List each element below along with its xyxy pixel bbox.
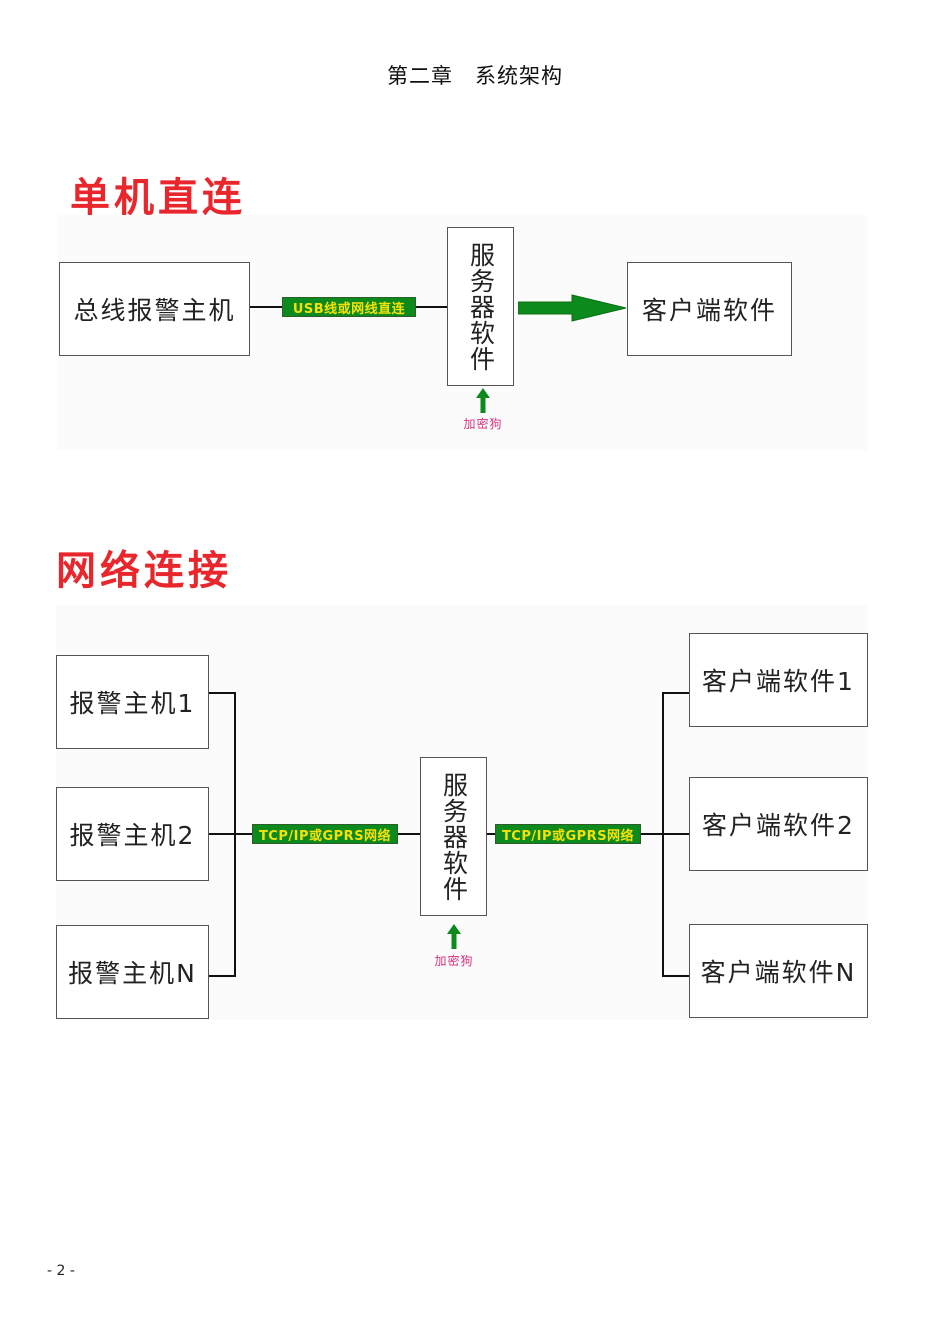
connector-line	[662, 975, 690, 977]
alarm-host-box: 报警主机N	[56, 925, 209, 1019]
alarm-host-label: 报警主机N	[68, 959, 197, 988]
host-label: 总线报警主机	[73, 296, 236, 325]
alarm-host-label: 报警主机2	[69, 821, 196, 850]
client-box: 客户端软件	[627, 262, 792, 356]
client-box: 客户端软件1	[689, 633, 868, 727]
server-label: 服务器软件	[466, 241, 496, 372]
client-box: 客户端软件N	[689, 924, 868, 1018]
dongle-label: 加密狗	[463, 417, 503, 431]
arrow-up-icon	[476, 388, 490, 413]
client-box: 客户端软件2	[689, 777, 868, 871]
connector-line	[250, 306, 284, 308]
connector-line	[641, 833, 664, 835]
alarm-host-box: 报警主机2	[56, 787, 209, 881]
connector-line	[398, 833, 421, 835]
connector-line	[209, 833, 236, 835]
client-label: 客户端软件2	[702, 811, 855, 840]
bus-line	[234, 692, 236, 977]
connector-line	[662, 833, 690, 835]
arrow-up-icon	[447, 924, 461, 949]
connector-line	[209, 692, 236, 694]
alarm-host-label: 报警主机1	[69, 689, 196, 718]
connector-line	[236, 833, 254, 835]
network-link-label-left: TCP/IP或GPRS网络	[252, 824, 398, 844]
server-label: 服务器软件	[439, 771, 469, 902]
host-box: 总线报警主机	[59, 262, 250, 356]
dongle-label: 加密狗	[434, 954, 474, 968]
server-box: 服务器软件	[420, 757, 487, 916]
page-number: - 2 -	[47, 1263, 75, 1279]
alarm-host-box: 报警主机1	[56, 655, 209, 749]
client-label: 客户端软件	[641, 296, 777, 325]
usb-link-label: USB线或网线直连	[282, 297, 416, 317]
connector-line	[209, 975, 236, 977]
section-title-network: 网络连接	[56, 548, 232, 594]
connector-line	[416, 306, 448, 308]
client-label: 客户端软件N	[700, 958, 857, 987]
connector-line	[487, 833, 497, 835]
connector-line	[662, 692, 690, 694]
chapter-title: 第二章 系统架构	[387, 64, 563, 88]
section-title-single: 单机直连	[70, 175, 246, 221]
client-label: 客户端软件1	[702, 667, 855, 696]
server-box: 服务器软件	[447, 227, 514, 386]
network-link-label-right: TCP/IP或GPRS网络	[495, 824, 641, 844]
arrow-right-icon	[518, 294, 627, 322]
